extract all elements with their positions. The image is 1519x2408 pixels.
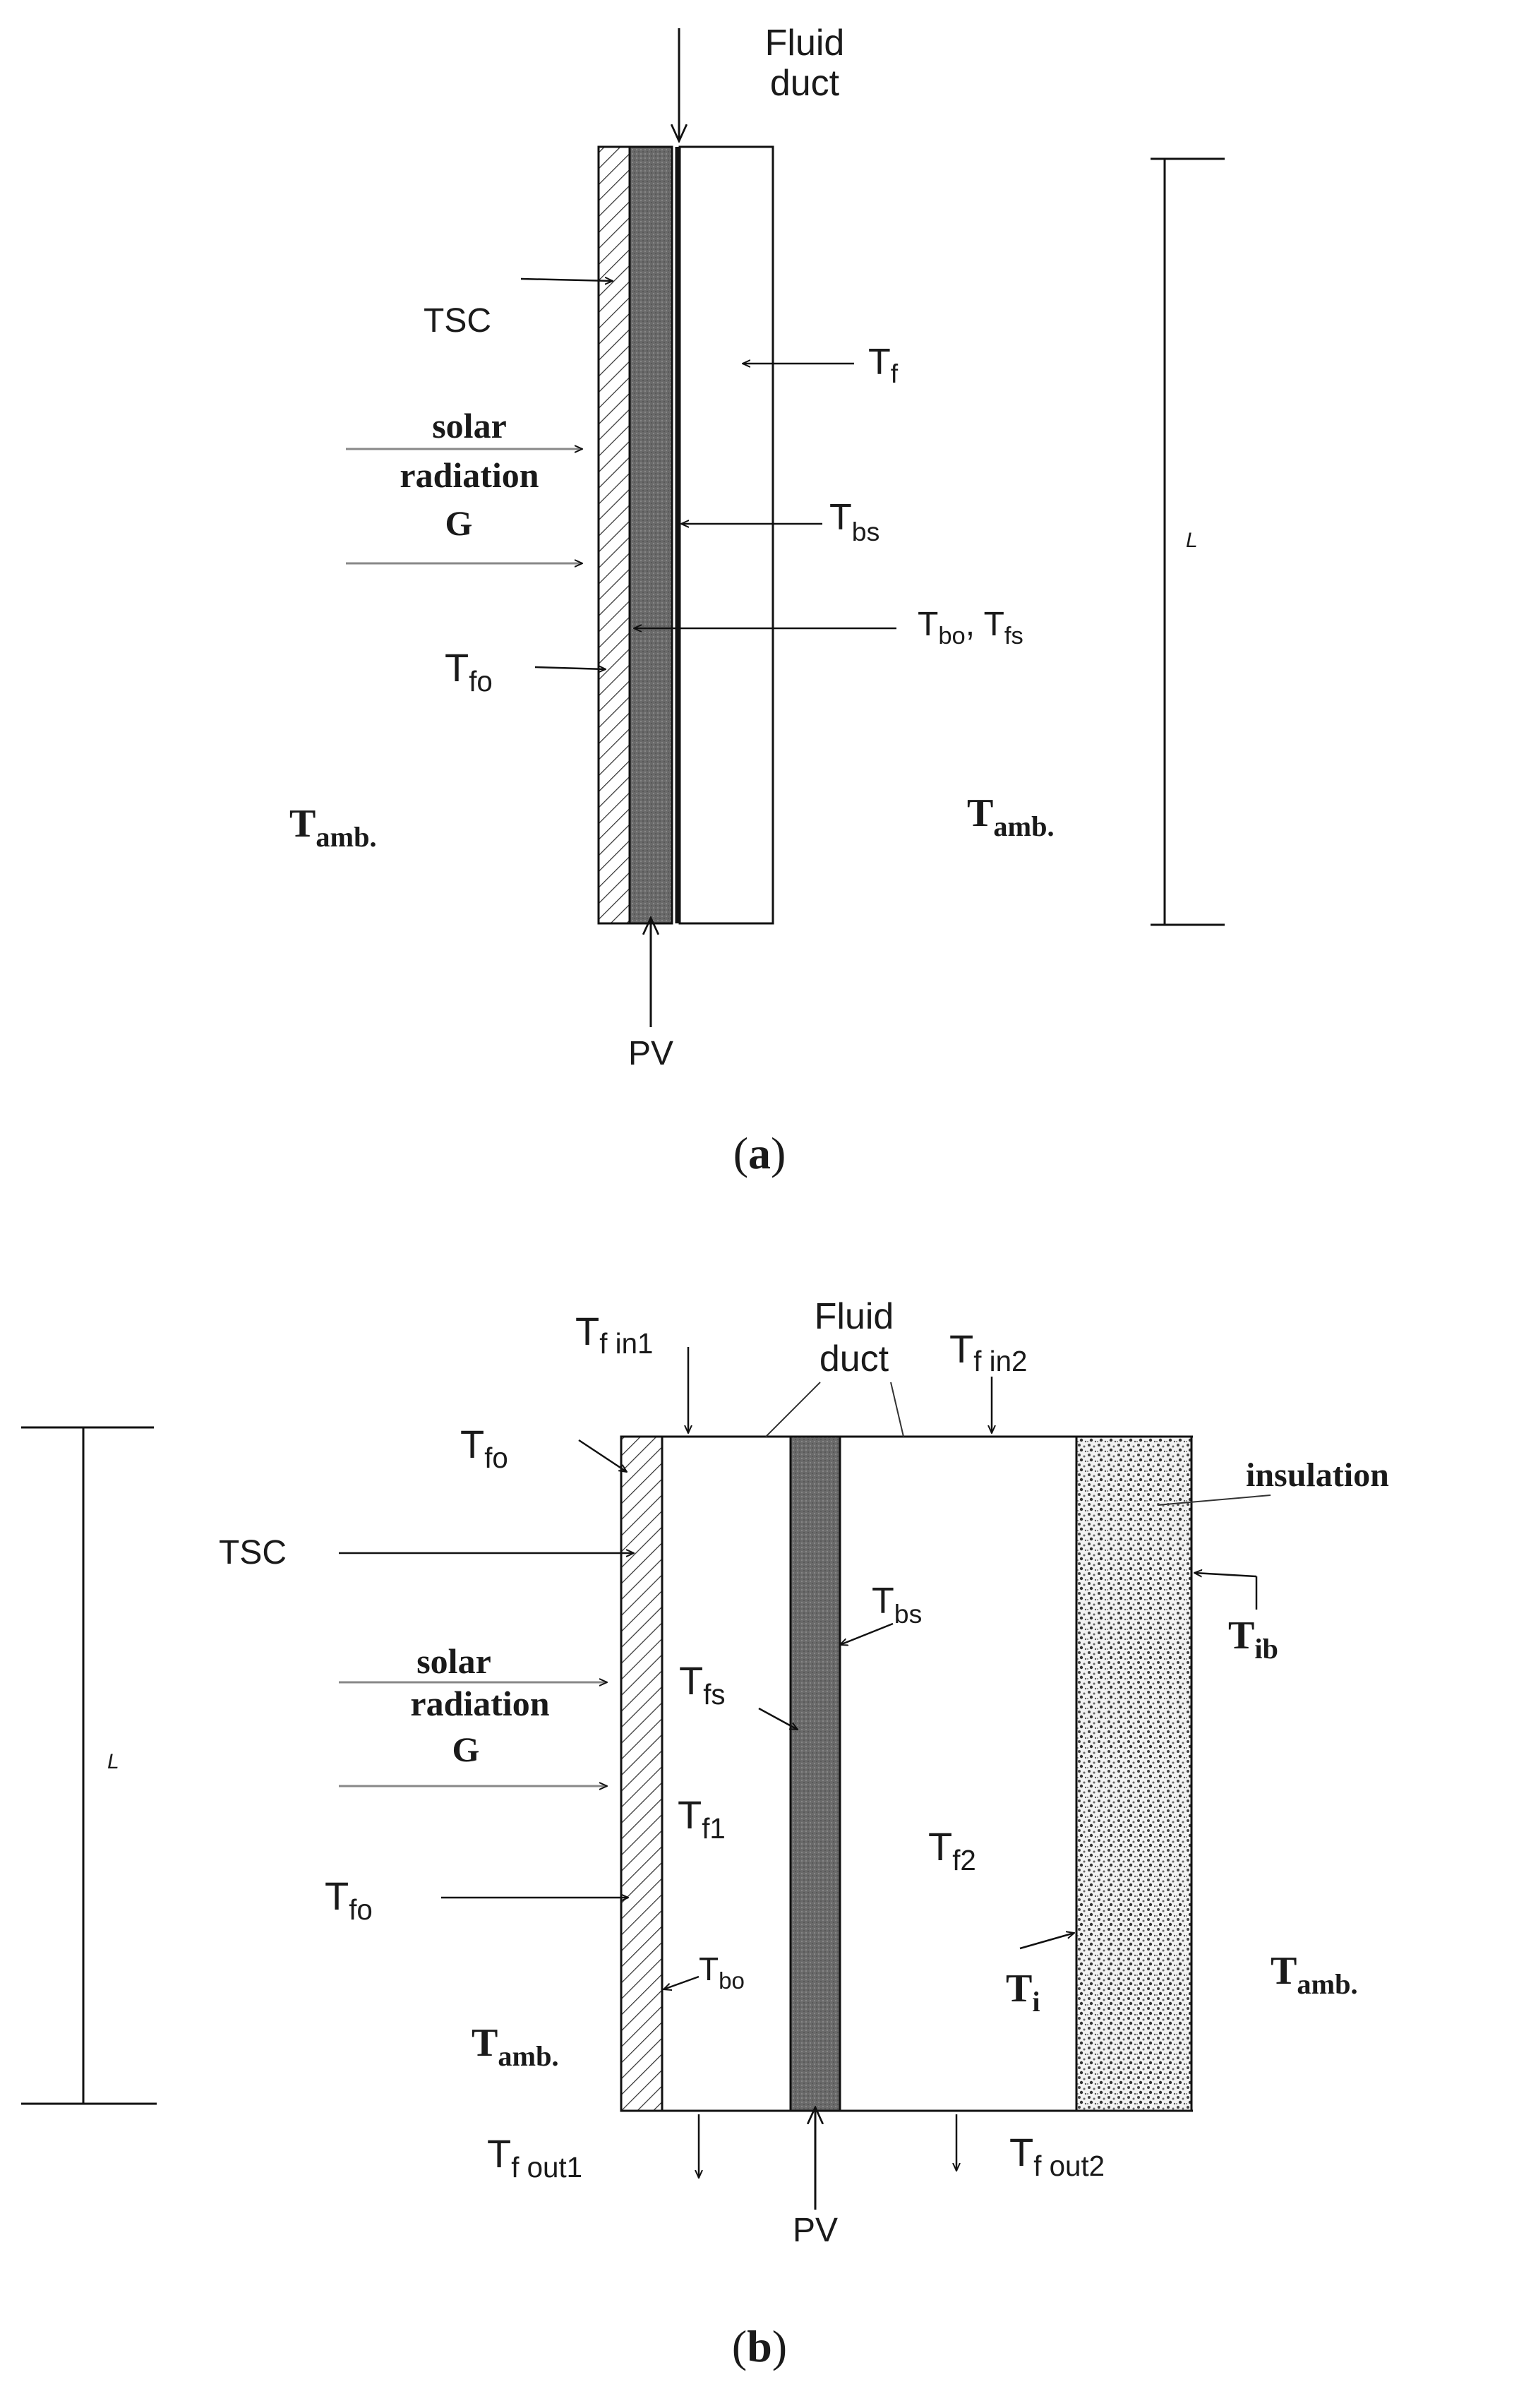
caption-b: (b) — [732, 2321, 787, 2371]
solar-label-b-line1: solar — [416, 1641, 491, 1681]
solar-label-b-line3: G — [452, 1730, 480, 1769]
tamb-left-label-b: Tamb. — [472, 2021, 559, 2072]
insulation-label-b: insulation — [1246, 1456, 1389, 1494]
tf-in2-label-b: Tf in2 — [949, 1326, 1027, 1377]
pv-layer-b — [789, 1435, 841, 2112]
tamb-right-label-b: Tamb. — [1271, 1949, 1358, 2000]
tamb-left-label-a: Tamb. — [289, 802, 377, 853]
tib-arrow-b — [1194, 1573, 1257, 1576]
tf-out2-label-b: Tf out2 — [1009, 2130, 1105, 2182]
tsc-layer-a — [597, 145, 631, 925]
tfs-arrow-b — [758, 1707, 798, 1730]
tsc-label-a: TSC — [424, 302, 491, 340]
fluid-duct-leader-b-2 — [890, 1382, 904, 1437]
tfo-top-arrow-b — [578, 1439, 627, 1472]
tsc-layer-b — [620, 1435, 664, 2112]
tbs-label-b: Tbs — [872, 1581, 922, 1629]
tfo-label-a: Tfo — [445, 645, 493, 697]
tf1-label-b: Tf1 — [678, 1792, 726, 1845]
insulation-layer-b — [1075, 1435, 1193, 2112]
fluid-duct-leader-b-1 — [765, 1382, 821, 1437]
tbo-label-b: Tbo — [699, 1951, 745, 1994]
fluid-duct-label-b-line1: Fluid — [815, 1296, 894, 1337]
solar-label-a-line3: G — [445, 503, 473, 543]
pv-layer-a — [628, 145, 673, 925]
tfo-arrow-a — [534, 667, 606, 669]
tfo-top-label-b: Tfo — [460, 1422, 508, 1474]
fluid-duct-a — [678, 145, 774, 925]
length-bracket-b — [21, 1426, 157, 2105]
pv-label-b: PV — [793, 2212, 838, 2249]
length-label-b: L — [107, 1750, 119, 1773]
tf-out1-label-b: Tf out1 — [487, 2131, 582, 2184]
panel-a: L Fluid duct TSC solar radiation G Tf Tb… — [289, 23, 1225, 1178]
tamb-right-label-a: Tamb. — [967, 791, 1055, 842]
tbo-tfs-label-a: Tbo, Tfs — [918, 606, 1023, 649]
fluid-duct-label-b-line2: duct — [819, 1338, 889, 1379]
solar-label-a-line2: radiation — [400, 455, 539, 495]
tf-in1-label-b: Tf in1 — [575, 1309, 653, 1360]
tbs-label-a: Tbs — [829, 497, 879, 546]
ti-label-b: Ti — [1006, 1967, 1040, 2018]
pv-label-a: PV — [628, 1035, 673, 1072]
tbo-arrow-b — [664, 1975, 700, 1989]
tsc-arrow-a — [520, 279, 613, 281]
tsc-label-b: TSC — [219, 1534, 287, 1571]
length-label-a: L — [1186, 529, 1198, 552]
tfo-bottom-label-b: Tfo — [325, 1874, 373, 1926]
tbs-arrow-b — [840, 1622, 894, 1645]
ti-arrow-b — [1019, 1933, 1074, 1950]
tf-label-a: Tf — [868, 342, 899, 388]
tib-label-b: Tib — [1228, 1614, 1278, 1665]
tf2-label-b: Tf2 — [928, 1824, 976, 1876]
fluid-duct-label-a-line2: duct — [770, 63, 840, 104]
fluid-duct-label-a-line1: Fluid — [765, 23, 845, 64]
panel-b: L Fluid duct Tf in1 Tf in2 Tfo insulatio… — [21, 1296, 1389, 2371]
insulation-leader-b — [1157, 1494, 1271, 1506]
tfs-label-b: Tfs — [679, 1658, 726, 1711]
solar-label-a-line1: solar — [432, 406, 507, 445]
caption-a: (a) — [733, 1128, 786, 1178]
length-bracket-a — [1151, 157, 1225, 926]
solar-label-b-line2: radiation — [410, 1684, 549, 1723]
